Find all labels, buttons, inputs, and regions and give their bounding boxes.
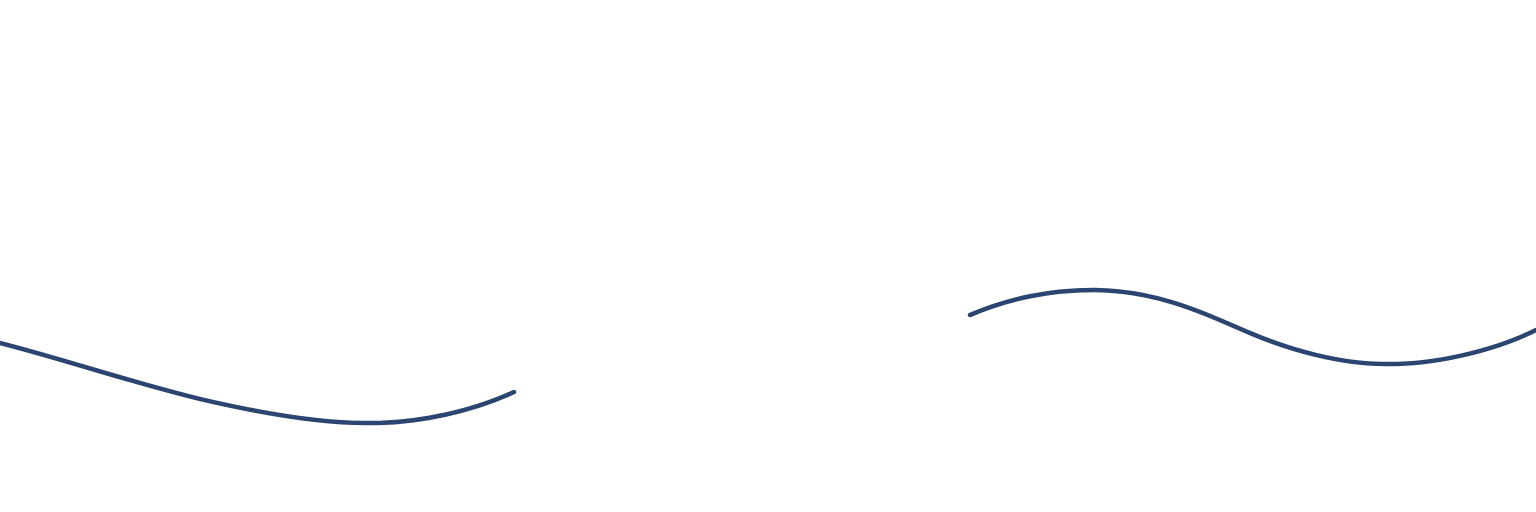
right-wave-stroke — [967, 287, 1536, 367]
left-wave-stroke — [0, 340, 517, 426]
